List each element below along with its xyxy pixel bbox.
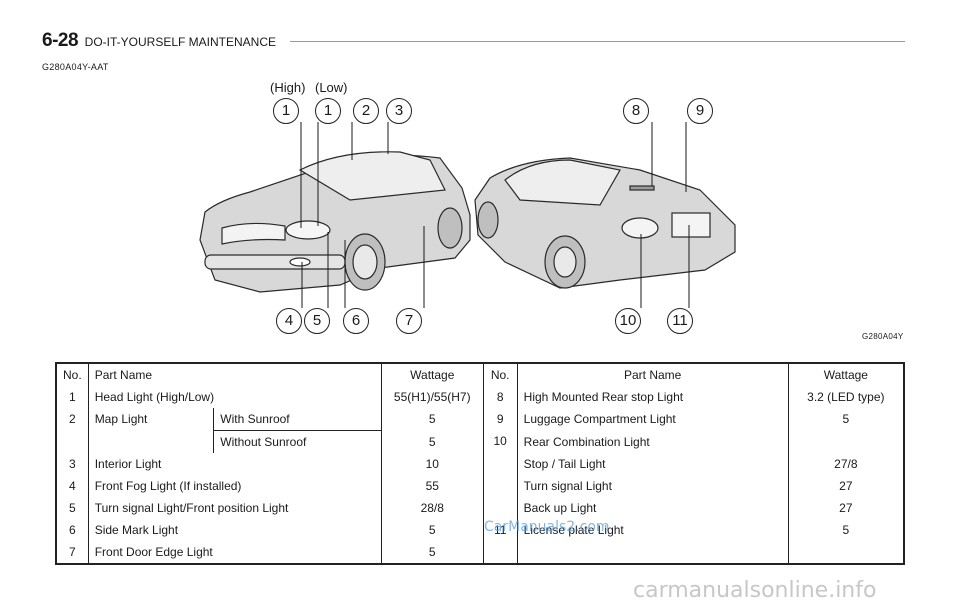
figure-code: G280A04Y bbox=[862, 332, 904, 341]
leader-lines bbox=[300, 122, 690, 308]
row-subpart: With Sunroof bbox=[213, 408, 382, 431]
watermark-large: carmanualsonline.info bbox=[633, 578, 877, 603]
row-no: 1 bbox=[55, 386, 89, 408]
callout-2: 2 bbox=[353, 98, 379, 124]
high-mount-stop-light bbox=[629, 185, 655, 191]
row-wattage: 10 bbox=[380, 453, 484, 475]
row-part: Front Fog Light (If installed) bbox=[87, 475, 382, 497]
row-no: 8 bbox=[482, 386, 518, 408]
doc-code: G280A04Y-AAT bbox=[42, 62, 109, 72]
bulb-wattage-table: No. Part Name Wattage No. Part Name Watt… bbox=[55, 362, 905, 565]
callout-9: 9 bbox=[687, 98, 713, 124]
row-part: Turn signal Light/Front position Light bbox=[87, 497, 382, 519]
row-wattage: 5 bbox=[380, 541, 484, 564]
rear-car-roof bbox=[504, 159, 621, 206]
license-plate-area bbox=[671, 212, 711, 238]
row-part: Map Light bbox=[87, 408, 214, 453]
row-no: 3 bbox=[55, 453, 89, 475]
row-part: Luggage Compartment Light bbox=[516, 408, 789, 431]
header-wattage-right: Wattage bbox=[787, 363, 904, 386]
table-row: 1 Head Light (High/Low) 55(H1)/55(H7) 8 … bbox=[55, 386, 904, 408]
row-wattage: 5 bbox=[380, 408, 484, 431]
watermark-small: CarManuals2.com bbox=[484, 519, 610, 535]
row-no: 5 bbox=[55, 497, 89, 519]
row-part: Front Door Edge Light bbox=[87, 541, 382, 564]
callout-3: 3 bbox=[386, 98, 412, 124]
row-part: Turn signal Light bbox=[516, 475, 789, 497]
row-part: Head Light (High/Low) bbox=[87, 386, 382, 408]
header-part-left: Part Name bbox=[87, 363, 382, 386]
header-no-right: No. bbox=[482, 363, 518, 386]
callout-1-high: 1 bbox=[273, 98, 299, 124]
row-wattage: 27 bbox=[787, 475, 904, 497]
rear-car-front-wheel bbox=[477, 201, 499, 239]
callout-10: 10 bbox=[615, 308, 641, 334]
row-no: 2 bbox=[55, 408, 89, 453]
section-title: DO-IT-YOURSELF MAINTENANCE bbox=[84, 35, 277, 49]
header-no-left: No. bbox=[55, 363, 89, 386]
front-headlight bbox=[285, 220, 331, 240]
front-wheel-hub bbox=[352, 244, 378, 280]
row-wattage: 5 bbox=[787, 519, 904, 541]
header-part-right: Part Name bbox=[516, 363, 789, 386]
row-wattage: 55(H1)/55(H7) bbox=[380, 386, 484, 408]
callout-4: 4 bbox=[276, 308, 302, 334]
row-wattage: 55 bbox=[380, 475, 484, 497]
front-bumper bbox=[204, 254, 346, 270]
row-part: Side Mark Light bbox=[87, 519, 382, 541]
row-part: Rear Combination Light bbox=[516, 430, 789, 453]
row-wattage: 3.2 (LED type) bbox=[787, 386, 904, 408]
rear-combination-light bbox=[621, 217, 659, 239]
page-number: 6-28 bbox=[42, 30, 79, 51]
row-subpart: Without Sunroof bbox=[213, 430, 382, 453]
row-wattage: 27 bbox=[787, 497, 904, 519]
row-no: 11 bbox=[482, 519, 518, 541]
table-row: 7 Front Door Edge Light 5 bbox=[55, 541, 904, 564]
table-row: 6 Side Mark Light 5 11 License plate Lig… bbox=[55, 519, 904, 541]
car-illustration bbox=[199, 122, 736, 308]
low-label: (Low) bbox=[315, 80, 348, 95]
row-part: Interior Light bbox=[87, 453, 382, 475]
callout-11: 11 bbox=[667, 308, 693, 334]
row-no: 4 bbox=[55, 475, 89, 497]
callout-6: 6 bbox=[343, 308, 369, 334]
header-rule bbox=[290, 41, 905, 42]
front-car-grille bbox=[221, 222, 286, 245]
rear-car-wheel-hub bbox=[553, 246, 577, 278]
table-header-row: No. Part Name Wattage No. Part Name Watt… bbox=[55, 363, 904, 386]
row-wattage: 5 bbox=[380, 519, 484, 541]
header-wattage-left: Wattage bbox=[380, 363, 484, 386]
callout-8: 8 bbox=[623, 98, 649, 124]
table-row: 3 Interior Light 10 Stop / Tail Light 27… bbox=[55, 453, 904, 475]
row-no: 6 bbox=[55, 519, 89, 541]
table-row: 4 Front Fog Light (If installed) 55 Turn… bbox=[55, 475, 904, 497]
page-header: 6-28 DO-IT-YOURSELF MAINTENANCE bbox=[42, 30, 276, 52]
rear-wheel bbox=[437, 207, 463, 249]
row-wattage: 5 bbox=[380, 430, 484, 453]
row-no: 10 bbox=[482, 430, 518, 519]
front-fog-light bbox=[289, 257, 311, 267]
row-wattage: 5 bbox=[787, 408, 904, 431]
row-part: Back up Light bbox=[516, 497, 789, 519]
callout-5: 5 bbox=[304, 308, 330, 334]
row-part: License plate Light bbox=[516, 519, 789, 541]
table-row: 5 Turn signal Light/Front position Light… bbox=[55, 497, 904, 519]
callout-7: 7 bbox=[396, 308, 422, 334]
callout-1-low: 1 bbox=[315, 98, 341, 124]
high-label: (High) bbox=[270, 80, 306, 95]
row-wattage: 28/8 bbox=[380, 497, 484, 519]
table-row: 2 Map Light With Sunroof 5 9 Luggage Com… bbox=[55, 408, 904, 453]
row-part: Stop / Tail Light bbox=[516, 453, 789, 475]
front-car-roof bbox=[298, 151, 446, 201]
row-part: High Mounted Rear stop Light bbox=[516, 386, 789, 408]
table-row: Without Sunroof 5 10 Rear Combination Li… bbox=[56, 430, 904, 519]
row-no: 7 bbox=[55, 541, 89, 564]
row-no: 9 bbox=[482, 408, 518, 431]
row-wattage: 27/8 bbox=[787, 453, 904, 475]
